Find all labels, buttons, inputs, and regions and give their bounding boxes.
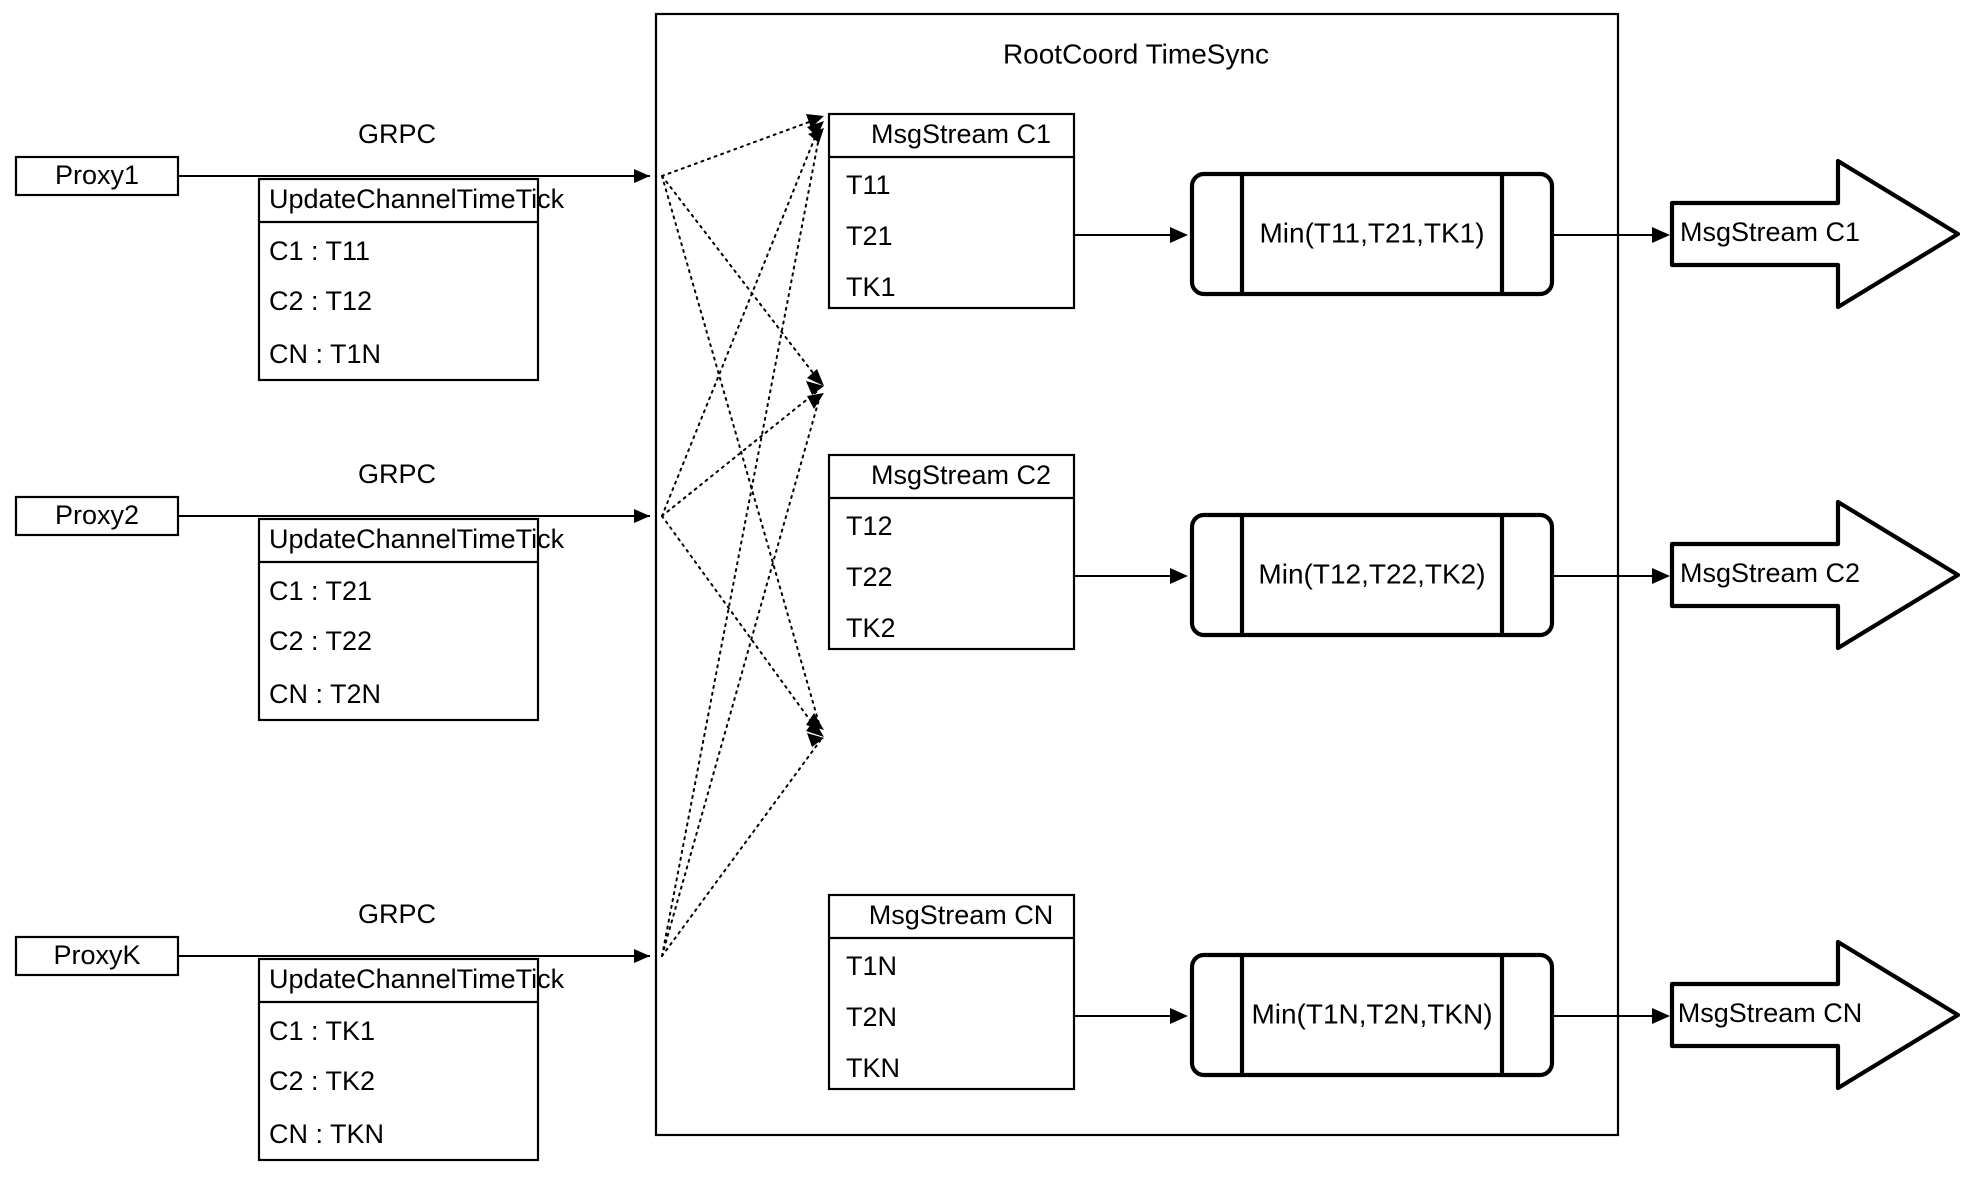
request-box-1-row-2: CN : T1N — [269, 339, 381, 369]
msgstream-box-c1: MsgStream C1 T11 T21 TK1 — [827, 112, 1076, 310]
lane-3-group: ProxyK GRPC UpdateChannelTimeTick C1 : T… — [14, 899, 650, 1162]
process-box-c2: Min(T12,T22,TK2) — [1189, 512, 1555, 638]
grpc-connector-2-arrowhead — [634, 509, 650, 523]
output-arrow-cn: MsgStream CN — [1669, 939, 1961, 1091]
stream-to-process-connector-c1-arrowhead — [1170, 227, 1188, 243]
msgstream-box-c2-row-0: T12 — [846, 511, 893, 541]
request-box-2-row-1: C2 : T22 — [269, 626, 372, 656]
process-box-cn: Min(T1N,T2N,TKN) — [1189, 952, 1555, 1078]
channel-cn-group: MsgStream CN T1N T2N TKN Min(T1N,T2N,TKN… — [827, 893, 1961, 1091]
msgstream-box-c1-row-2: TK1 — [846, 272, 896, 302]
msgstream-box-cn-row-0: T1N — [846, 951, 897, 981]
process-to-output-connector-c1-arrowhead — [1652, 227, 1670, 243]
msgstream-box-c2-header: MsgStream C2 — [871, 460, 1051, 490]
channel-c2-group: MsgStream C2 T12 T22 TK2 Min(T12,T22,TK2… — [827, 453, 1961, 651]
request-box-3-row-2: CN : TKN — [269, 1119, 384, 1149]
msgstream-box-c1-row-0: T11 — [846, 170, 891, 200]
dispatch-connector-p2-c2 — [661, 388, 821, 517]
msgstream-box-c1-rect — [827, 112, 1076, 310]
request-box-1-row-1: C2 : T12 — [269, 286, 372, 316]
process-box-c2-label: Min(T12,T22,TK2) — [1258, 558, 1485, 589]
dispatch-connector-pk-c2 — [661, 395, 821, 957]
proxy-box-3-rect — [14, 935, 180, 977]
dispatch-connector-p1-c1 — [661, 117, 821, 177]
request-box-2-header: UpdateChannelTimeTick — [269, 524, 565, 554]
process-to-output-connector-c2-arrowhead — [1652, 568, 1670, 584]
msgstream-box-cn-row-2: TKN — [846, 1053, 900, 1083]
request-box-3-row-1: C2 : TK2 — [269, 1066, 375, 1096]
stream-to-process-connector-c2-arrowhead — [1170, 568, 1188, 584]
dispatch-connector-pk-c2-arrowhead — [807, 393, 824, 409]
grpc-label-1: GRPC — [358, 119, 436, 149]
process-box-cn-label: Min(T1N,T2N,TKN) — [1251, 998, 1492, 1029]
request-box-2-row-0: C1 : T21 — [269, 576, 372, 606]
process-box-c1: Min(T11,T21,TK1) — [1189, 171, 1555, 297]
rootcoord-container-title: RootCoord TimeSync — [1003, 38, 1269, 69]
request-box-3-rect — [257, 957, 540, 1162]
request-box-3-header: UpdateChannelTimeTick — [269, 964, 565, 994]
channel-c1-group: MsgStream C1 T11 T21 TK1 Min(T11,T21,TK1… — [827, 112, 1961, 310]
proxy-box-2-label: Proxy2 — [55, 500, 139, 530]
dispatch-connector-p1-c2 — [661, 175, 821, 383]
msgstream-box-c2: MsgStream C2 T12 T22 TK2 — [827, 453, 1076, 651]
dispatch-connector-pk-cn — [661, 740, 821, 957]
process-box-c1-label: Min(T11,T21,TK1) — [1259, 217, 1484, 248]
dispatch-connector-pk-c1 — [661, 131, 821, 957]
output-arrow-cn-shape — [1669, 939, 1961, 1091]
dispatch-connector-pk-c1-arrowhead — [808, 128, 824, 143]
request-box-3: UpdateChannelTimeTick C1 : TK1 C2 : TK2 … — [257, 957, 565, 1162]
output-arrow-c1-shape — [1669, 158, 1961, 310]
proxy-box-3-label: ProxyK — [53, 940, 140, 970]
dispatch-connector-p2-c2-arrowhead — [806, 381, 824, 395]
output-arrow-c2: MsgStream C2 — [1669, 499, 1961, 651]
lane-1-group: Proxy1 GRPC UpdateChannelTimeTick C1 : T… — [14, 119, 650, 382]
output-arrow-c1-label: MsgStream C1 — [1680, 217, 1860, 247]
request-box-2-rect — [257, 517, 540, 722]
output-arrow-cn-label: MsgStream CN — [1678, 998, 1863, 1028]
msgstream-box-c1-row-1: T21 — [846, 221, 893, 251]
msgstream-box-cn-row-1: T2N — [846, 1002, 897, 1032]
proxy-box-1-label: Proxy1 — [55, 160, 139, 190]
msgstream-box-cn: MsgStream CN T1N T2N TKN — [827, 893, 1076, 1091]
proxy-box-3[interactable]: ProxyK — [14, 935, 180, 977]
request-box-2: UpdateChannelTimeTick C1 : T21 C2 : T22 … — [257, 517, 565, 722]
dispatch-connector-p2-c1 — [661, 124, 821, 517]
proxy-box-1[interactable]: Proxy1 — [14, 155, 180, 197]
process-to-output-connector-cn-arrowhead — [1652, 1008, 1670, 1024]
request-box-1: UpdateChannelTimeTick C1 : T11 C2 : T12 … — [257, 177, 565, 382]
dispatch-connector-p1-c2-arrowhead — [807, 369, 824, 386]
dispatch-fan-connectors — [661, 114, 824, 957]
request-box-3-row-0: C1 : TK1 — [269, 1016, 375, 1046]
grpc-connector-3-arrowhead — [634, 949, 650, 963]
dispatch-connector-p1-cn — [661, 175, 821, 728]
msgstream-box-c2-rect — [827, 453, 1076, 651]
lane-2-group: Proxy2 GRPC UpdateChannelTimeTick C1 : T… — [14, 459, 650, 722]
msgstream-box-cn-rect — [827, 893, 1076, 1091]
stream-to-process-connector-cn-arrowhead — [1170, 1008, 1188, 1024]
msgstream-box-c2-row-2: TK2 — [846, 613, 896, 643]
proxy-box-1-rect — [14, 155, 180, 197]
proxy-box-2[interactable]: Proxy2 — [14, 495, 180, 537]
grpc-connector-1-arrowhead — [634, 169, 650, 183]
grpc-label-2: GRPC — [358, 459, 436, 489]
request-box-1-header: UpdateChannelTimeTick — [269, 184, 565, 214]
dispatch-connector-p1-c1-arrowhead — [806, 114, 824, 128]
msgstream-box-cn-header: MsgStream CN — [869, 900, 1054, 930]
dispatch-connector-pk-cn-arrowhead — [807, 733, 824, 747]
msgstream-box-c2-row-1: T22 — [846, 562, 893, 592]
dispatch-connector-p2-cn — [661, 515, 821, 735]
request-box-2-row-2: CN : T2N — [269, 679, 381, 709]
request-box-1-rect — [257, 177, 540, 382]
output-arrow-c1: MsgStream C1 — [1669, 158, 1961, 310]
dispatch-connector-p2-c1-arrowhead — [807, 121, 824, 137]
output-arrow-c2-label: MsgStream C2 — [1680, 558, 1860, 588]
msgstream-box-c1-header: MsgStream C1 — [871, 119, 1051, 149]
output-arrow-c2-shape — [1669, 499, 1961, 651]
dispatch-connector-p2-cn-arrowhead — [806, 720, 824, 737]
request-box-1-row-0: C1 : T11 — [269, 236, 370, 266]
grpc-label-3: GRPC — [358, 899, 436, 929]
